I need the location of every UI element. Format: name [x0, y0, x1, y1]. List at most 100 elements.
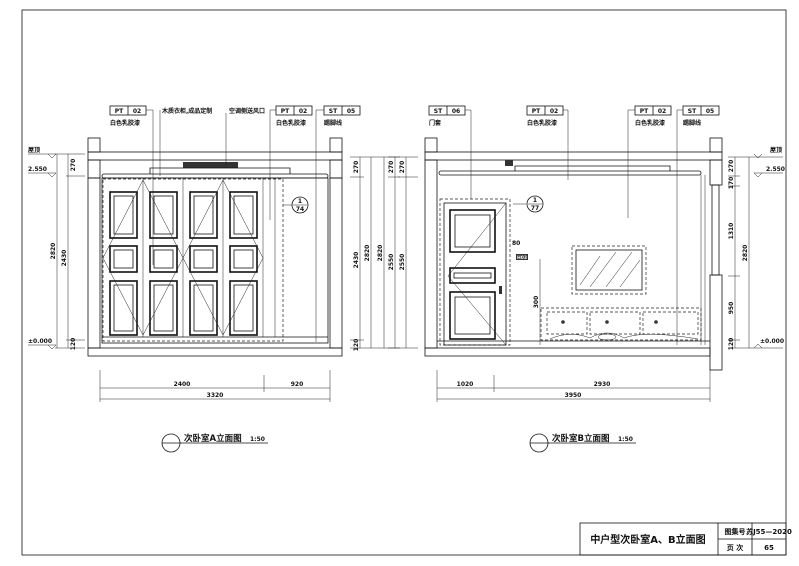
- svg-text:白色乳胶漆: 白色乳胶漆: [276, 119, 306, 127]
- elevation-a: 1 74 PT 02 白色乳胶漆 木质衣柜,成品定制 空调侧送风口 PT 02 …: [28, 105, 400, 453]
- svg-text:2430: 2430: [353, 252, 360, 269]
- wardrobe-panel: [113, 249, 134, 269]
- material-tag: PT 02 白色乳胶漆: [627, 105, 672, 127]
- right-wall: [709, 274, 723, 371]
- wardrobe-panel: [113, 195, 134, 235]
- svg-text:05: 05: [347, 108, 355, 115]
- wardrobe-panel: [193, 284, 214, 332]
- svg-text:02: 02: [550, 108, 558, 115]
- svg-text:ST: ST: [688, 108, 697, 115]
- wardrobe-panel: [153, 284, 174, 332]
- svg-text:1310: 1310: [728, 223, 735, 240]
- svg-text:270: 270: [399, 161, 406, 174]
- material-tag: ST 06 门套: [428, 105, 472, 127]
- svg-text:02: 02: [133, 108, 141, 115]
- svg-text:1020: 1020: [457, 381, 474, 388]
- svg-text:2820: 2820: [742, 245, 749, 262]
- svg-text:次卧室B立面图: 次卧室B立面图: [552, 433, 609, 444]
- left-wall: [87, 177, 101, 349]
- wardrobe-panel: [229, 245, 258, 273]
- svg-text:2820: 2820: [364, 245, 371, 262]
- ceiling-slab: [87, 151, 343, 161]
- floor-slab: [87, 347, 343, 357]
- left-wall: [424, 159, 438, 349]
- door-swing-line: [222, 179, 264, 259]
- svg-text:2550: 2550: [388, 254, 395, 271]
- door: [439, 198, 511, 346]
- wardrobe-panel: [109, 191, 138, 239]
- svg-text:±0.000: ±0.000: [28, 338, 52, 345]
- svg-text:3320: 3320: [207, 392, 224, 399]
- svg-text:270: 270: [728, 160, 735, 173]
- wardrobe-panel: [109, 245, 138, 273]
- right-dimensions: 270 170 1310 950 120 2820 屋顶 2.550 ±0.00…: [728, 146, 785, 350]
- material-tag: PT 02 白色乳胶漆: [269, 105, 313, 127]
- left-dimensions: 270 2820 2430 120: [50, 153, 85, 351]
- door-swing-line: [182, 179, 224, 259]
- material-tag: PT 02 白色乳胶漆: [109, 105, 154, 127]
- wardrobe-panel: [193, 195, 214, 235]
- svg-text:PT: PT: [115, 108, 124, 115]
- door-swing-line: [142, 179, 184, 259]
- tv: [571, 245, 647, 295]
- svg-text:2430: 2430: [61, 250, 68, 267]
- left-dimensions: 270 2550: [388, 156, 418, 349]
- drawing-title: 中户型次卧室A、B立面图: [590, 533, 705, 546]
- page-label: 页 次: [727, 543, 743, 552]
- svg-text:1: 1: [298, 198, 302, 205]
- wardrobe-panel: [149, 191, 178, 239]
- elevation-b: 80 H03 300 1 77: [388, 105, 785, 453]
- door-dim-label: H03: [517, 255, 527, 261]
- svg-text:06: 06: [452, 108, 460, 115]
- wardrobe-panel: [109, 280, 138, 336]
- svg-text:2820: 2820: [50, 243, 57, 260]
- bottom-dimensions: 2400 920 3320: [99, 370, 331, 402]
- wardrobe-panel: [233, 284, 254, 332]
- note-wardrobe: 木质衣柜,成品定制: [161, 107, 212, 115]
- svg-text:950: 950: [728, 302, 735, 315]
- wardrobe-panel: [233, 249, 254, 269]
- svg-text:白色乳胶漆: 白色乳胶漆: [635, 119, 665, 127]
- wardrobe-panel: [233, 195, 254, 235]
- svg-text:ST: ST: [329, 108, 338, 115]
- svg-text:2.550: 2.550: [28, 166, 47, 173]
- door-handle: [499, 286, 502, 294]
- material-tag: ST 05 踢脚线: [315, 105, 361, 127]
- wardrobe-panel: [113, 284, 134, 332]
- wardrobe-panel: [153, 249, 174, 269]
- svg-text:2400: 2400: [174, 381, 191, 388]
- svg-text:白色乳胶漆: 白色乳胶漆: [110, 119, 140, 127]
- wardrobe-panel: [149, 280, 178, 336]
- bottom-dimensions: 1020 2930 3950: [436, 370, 711, 402]
- svg-text:±0.000: ±0.000: [760, 338, 784, 345]
- svg-text:05: 05: [706, 108, 714, 115]
- wardrobe-panel: [229, 280, 258, 336]
- sheet-border: [21, 9, 787, 556]
- svg-text:次卧室A立面图: 次卧室A立面图: [184, 433, 242, 444]
- ceiling-slab: [424, 151, 723, 161]
- svg-text:2820: 2820: [377, 245, 384, 262]
- door-dim-300: 300: [533, 296, 540, 309]
- detail-callout-b: 1 77: [526, 195, 544, 213]
- wardrobe-panel: [189, 280, 218, 336]
- svg-text:02: 02: [299, 108, 307, 115]
- elevation-b-title: 次卧室B立面图 1:50: [529, 433, 636, 453]
- level-markers: 屋顶 2.550 ±0.000: [28, 146, 57, 350]
- svg-text:170: 170: [728, 177, 735, 190]
- svg-text:270: 270: [353, 161, 360, 174]
- detail-callout-a: 1 74: [291, 196, 309, 214]
- svg-text:2930: 2930: [594, 381, 611, 388]
- svg-text:ST: ST: [434, 108, 443, 115]
- svg-text:120: 120: [70, 338, 77, 351]
- wardrobe-panel: [153, 195, 174, 235]
- page-number: 65: [764, 544, 774, 552]
- svg-text:踢脚线: 踢脚线: [324, 119, 342, 127]
- wardrobe-panel: [229, 191, 258, 239]
- wardrobe-panel: [189, 191, 218, 239]
- window: [711, 184, 720, 276]
- door-swing-line: [102, 257, 144, 336]
- svg-text:77: 77: [531, 205, 539, 212]
- wardrobe: [102, 178, 276, 337]
- svg-text:270: 270: [70, 159, 77, 172]
